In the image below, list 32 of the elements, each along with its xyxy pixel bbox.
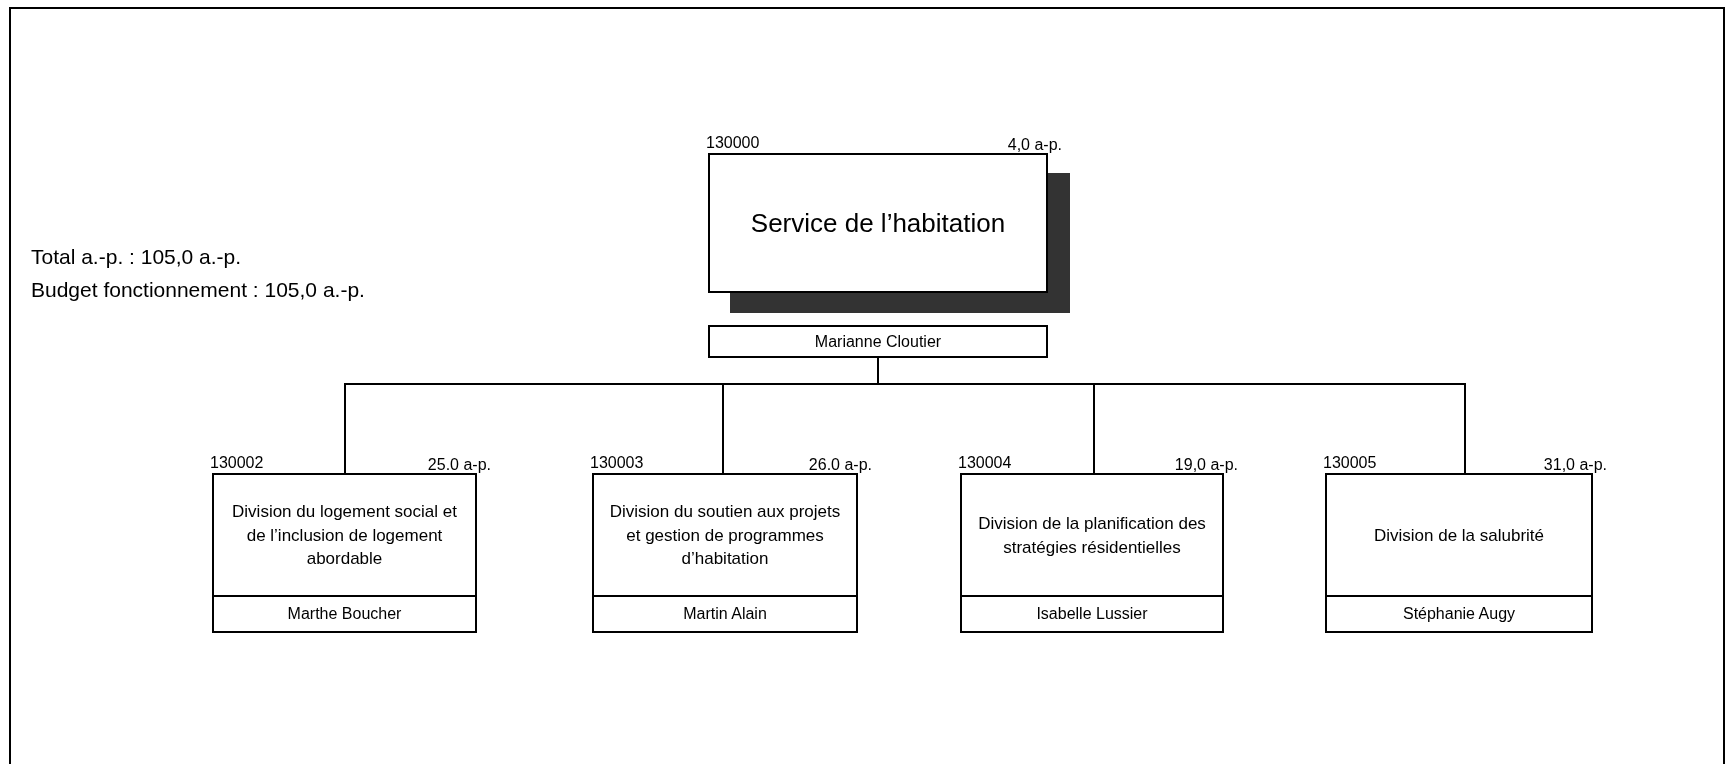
- service-box: [708, 153, 1048, 293]
- unit-code: 130005: [1323, 455, 1377, 471]
- manager-box: [960, 595, 1224, 633]
- unit-title: Division de la salubrité: [1373, 524, 1545, 547]
- division-box: [1325, 473, 1593, 598]
- unit-code: 130004: [958, 455, 1012, 471]
- manager-box: [212, 595, 477, 633]
- unit-title: Division du logement social et de l’inclusion de logement abordable: [231, 500, 458, 571]
- manager-name: Isabelle Lussier: [1036, 604, 1148, 624]
- manager-name: Martin Alain: [683, 604, 767, 624]
- division-box: [592, 473, 858, 598]
- unit-title: Division de la planification des stratégies résidentielles: [977, 512, 1207, 559]
- manager-box: [592, 595, 858, 633]
- staff-count: 4,0 a-p.: [1007, 137, 1062, 153]
- summary-note: Budget fonctionnement : 105,0 a.-p.: [31, 277, 365, 303]
- staff-count: 31,0 a-p.: [1543, 457, 1607, 473]
- summary-note: Total a.-p. : 105,0 a.-p.: [31, 244, 242, 270]
- division-box: [960, 473, 1224, 598]
- unit-code: 130000: [706, 135, 760, 151]
- manager-name: Stéphanie Augy: [1402, 604, 1516, 624]
- unit-code: 130002: [210, 455, 264, 471]
- manager-name: Marthe Boucher: [287, 604, 402, 624]
- unit-title: Service de l’habitation: [750, 206, 1006, 240]
- staff-count: 25.0 a-p.: [427, 457, 491, 473]
- staff-count: 19,0 a-p.: [1174, 457, 1238, 473]
- staff-count: 26.0 a-p.: [808, 457, 872, 473]
- manager-box: [708, 325, 1048, 358]
- manager-name: Marianne Cloutier: [814, 331, 942, 352]
- division-box: [212, 473, 477, 598]
- unit-code: 130003: [590, 455, 644, 471]
- manager-box: [1325, 595, 1593, 633]
- unit-title: Division du soutien aux projets et gestion de programmes d’habitation: [608, 500, 842, 571]
